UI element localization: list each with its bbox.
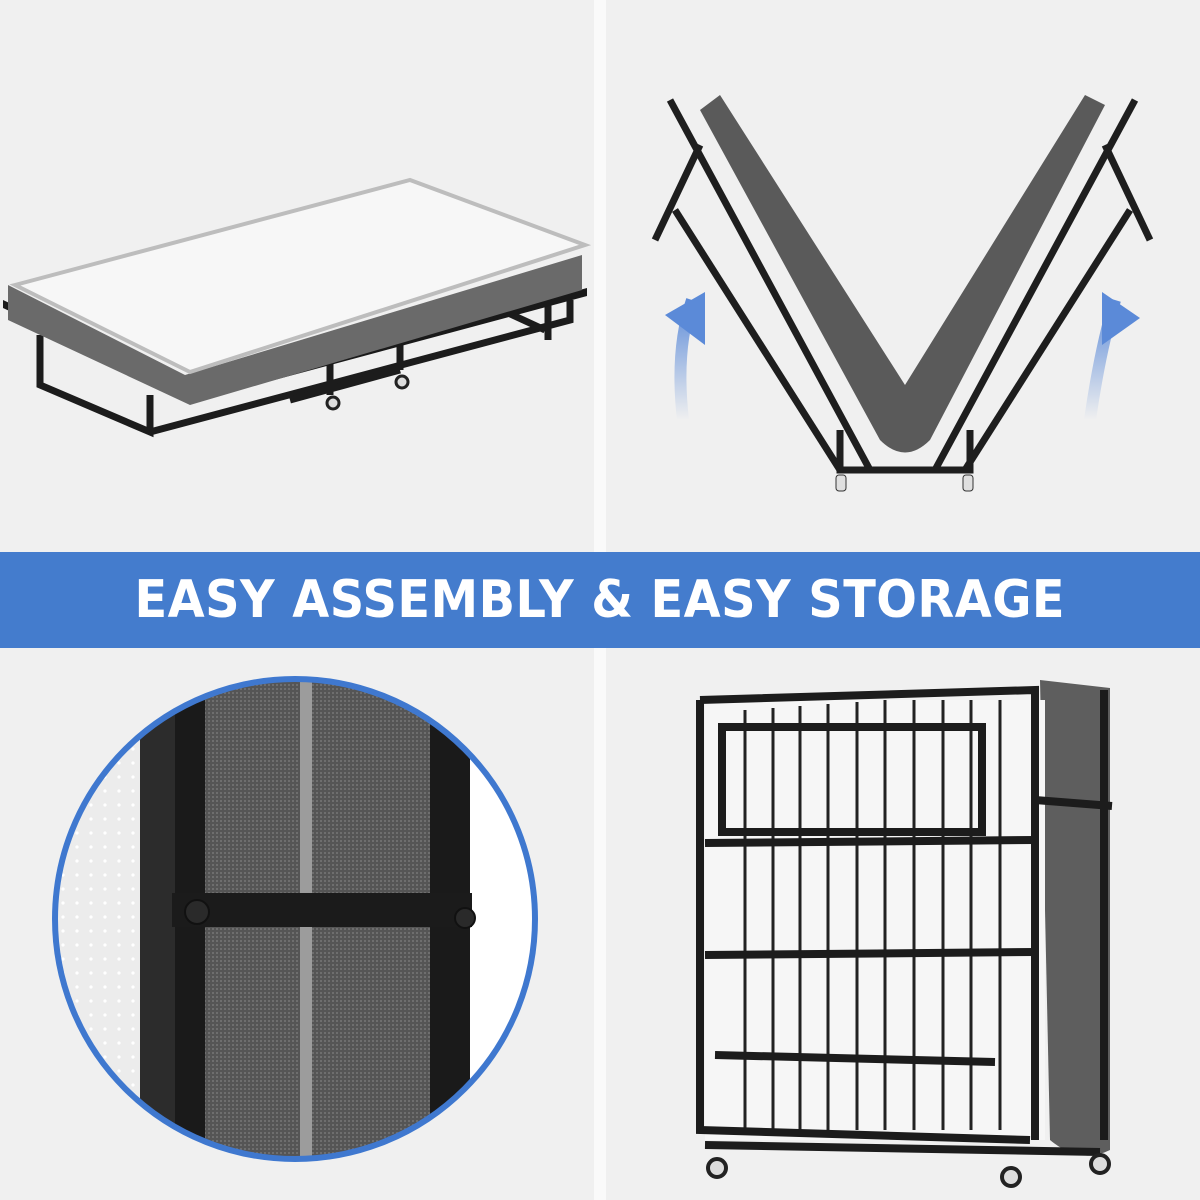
divider-top <box>594 0 606 552</box>
banner-title: EASY ASSEMBLY & EASY STORAGE <box>134 570 1066 630</box>
panel-folding-bed <box>606 0 1200 552</box>
divider-bottom <box>594 648 606 1200</box>
unfolded-bed-illustration <box>3 177 592 438</box>
feature-banner: EASY ASSEMBLY & EASY STORAGE <box>0 552 1200 648</box>
folded-bed-illustration <box>696 680 1113 1188</box>
detail-closeup-illustration <box>52 676 538 1162</box>
folding-bed-illustration <box>651 95 1154 492</box>
arrow-up-curved-icon <box>665 292 705 421</box>
panel-folded-storage <box>606 648 1200 1200</box>
zoom-circle-frame <box>52 676 538 1162</box>
arrow-up-curved-icon <box>1084 292 1140 421</box>
panel-unfolded-bed <box>0 0 594 552</box>
panel-detail-closeup <box>0 648 594 1200</box>
